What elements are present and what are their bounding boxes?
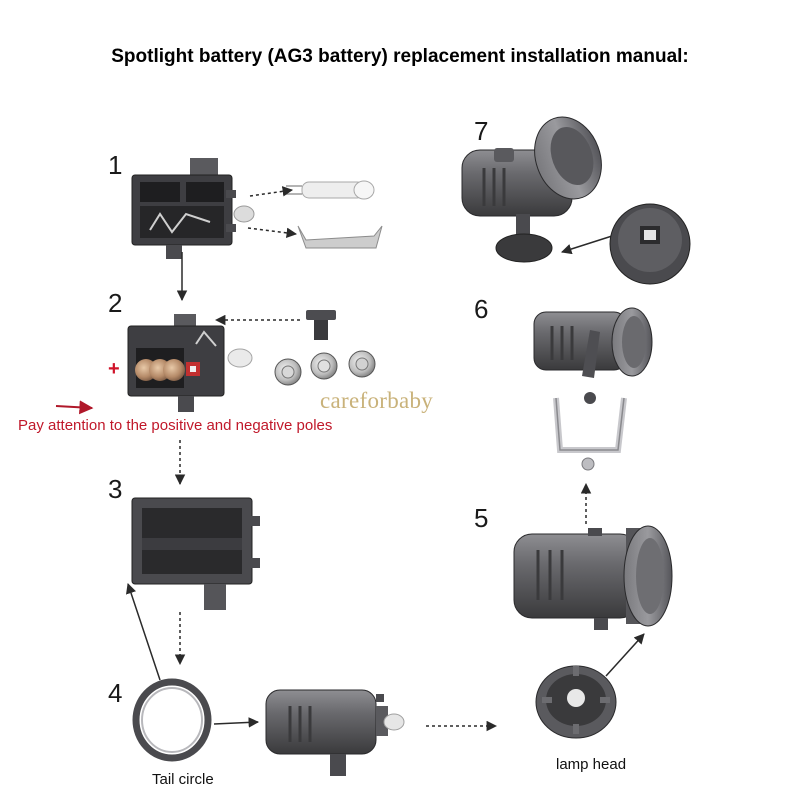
step-number-7: 7: [474, 116, 489, 146]
page-title: Spotlight battery (AG3 battery) replacem…: [111, 46, 689, 67]
arrow-tail-circle-to-3: [126, 583, 161, 681]
step2-ag3-batteries: [274, 350, 376, 386]
step1-metal-clip: [297, 225, 383, 249]
positive-pole-sign: +: [108, 358, 120, 380]
step7-spotlight: [461, 116, 602, 263]
caption-tail-circle: Tail circle: [152, 771, 214, 788]
arrow-lamp-head-to-5: [605, 633, 645, 677]
arrow-base-cap-to-7: [560, 235, 613, 255]
arrow-step1-clip: [247, 227, 298, 239]
arrow-polarity-note: [55, 400, 94, 415]
step-number-4: 4: [108, 678, 123, 708]
watermark-text: careforbaby: [320, 388, 434, 413]
step4-body: [265, 689, 405, 776]
polarity-note: Pay attention to the positive and negati…: [18, 417, 333, 434]
step-number-3: 3: [108, 474, 123, 504]
arrow-step1-led: [249, 186, 294, 197]
step1-housing: [131, 158, 255, 259]
step6-spotlight-bracket: [533, 307, 653, 471]
step-number-1: 1: [108, 150, 123, 180]
step5-spotlight: [513, 525, 673, 630]
step7-base-cap: [609, 203, 691, 285]
step2-cap-part: [306, 310, 336, 340]
step1-led-part: [286, 180, 375, 200]
caption-lamp-head: lamp head: [556, 756, 627, 773]
step-number-6: 6: [474, 294, 489, 324]
tail-circle-ring: [132, 678, 212, 762]
step-number-2: 2: [108, 288, 123, 318]
step-number-5: 5: [474, 503, 489, 533]
step2-housing: [127, 314, 253, 412]
arrow-tail-circle-to-body: [213, 717, 260, 728]
lamp-head-part: [535, 665, 617, 739]
step3-housing: [131, 497, 260, 610]
